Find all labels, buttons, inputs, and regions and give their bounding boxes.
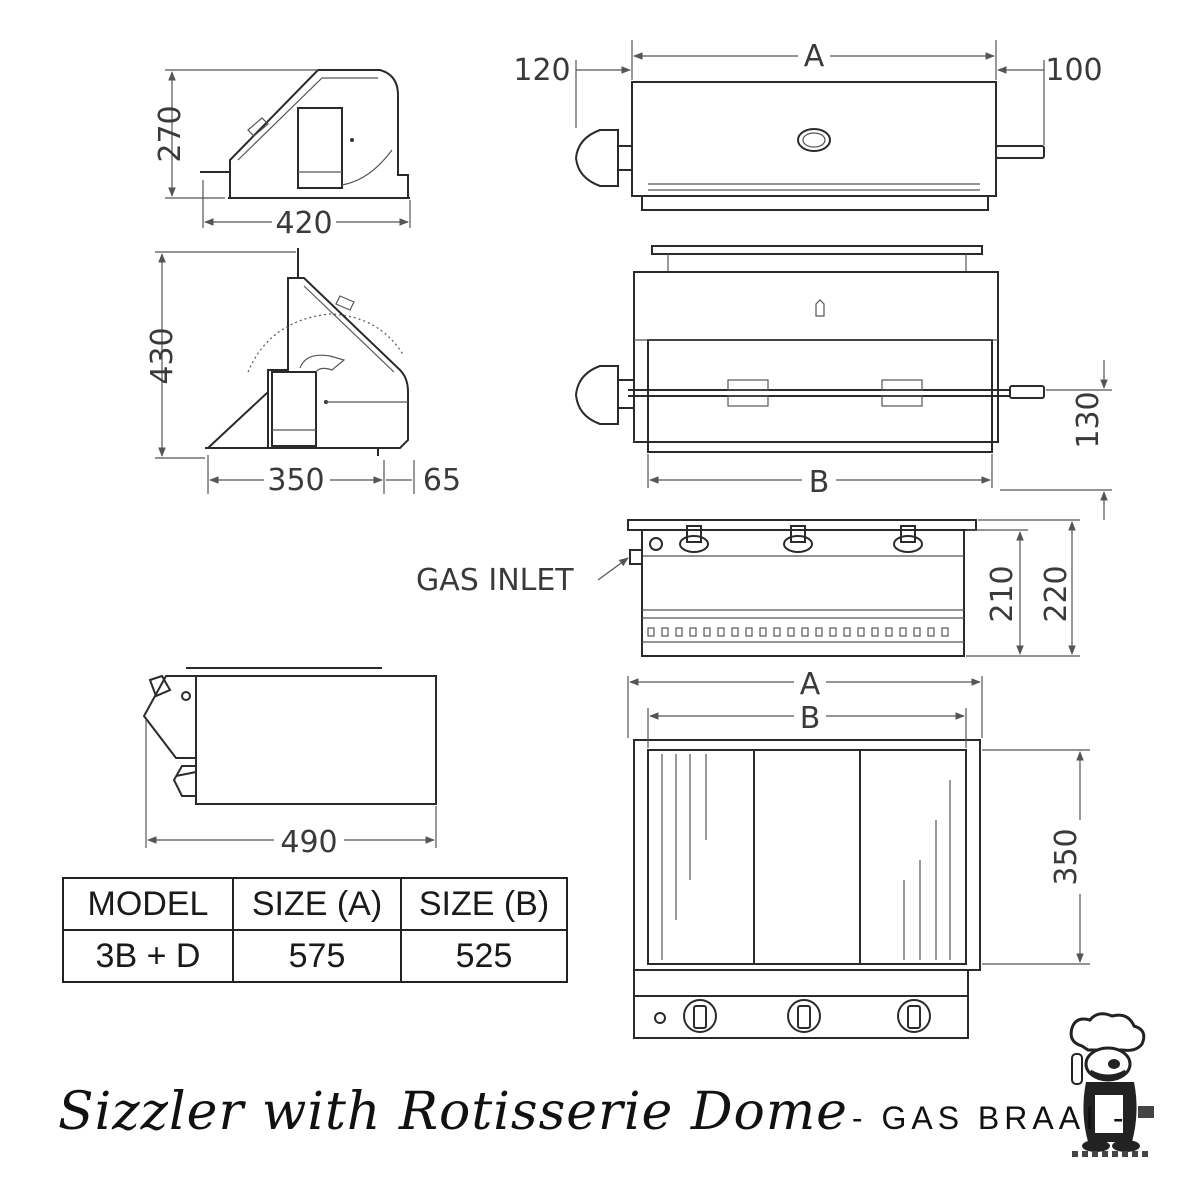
plan-view: A B 350 <box>627 666 1096 1039</box>
dim-350-side: 350 <box>267 463 324 498</box>
side-view-low: 490 <box>142 667 437 860</box>
dim-120: 120 <box>513 53 570 88</box>
dim-270: 270 <box>153 105 188 162</box>
dim-210: 210 <box>985 565 1020 622</box>
dim-100: 100 <box>1045 53 1102 88</box>
product-title: Sizzler with Rotisserie Dome - GAS BRAAI… <box>58 1082 1129 1142</box>
front-view-burners: GAS INLET 210 220 <box>416 519 1080 657</box>
table-header-row: MODEL SIZE (A) SIZE (B) <box>62 877 568 931</box>
side-view-mid: 430 350 65 <box>145 248 461 498</box>
dim-A-plan: A <box>800 667 821 702</box>
title-script: Sizzler with Rotisserie Dome <box>58 1082 848 1142</box>
header-model: MODEL <box>62 877 234 931</box>
control-knob-icon <box>574 129 633 187</box>
dim-220: 220 <box>1039 565 1074 622</box>
title-sub: - GAS BRAAI - <box>851 1100 1129 1136</box>
dim-130: 130 <box>1071 391 1106 448</box>
table-row: 3B + D 575 525 <box>62 929 568 983</box>
chef-mascot-icon <box>1069 1012 1154 1157</box>
header-size-b: SIZE (B) <box>400 877 568 931</box>
plan-knobs <box>654 999 931 1033</box>
gas-inlet-label: GAS INLET <box>416 563 574 598</box>
control-knob-icon <box>574 365 635 425</box>
header-size-a: SIZE (A) <box>232 877 402 931</box>
cell-model: 3B + D <box>62 929 234 983</box>
dim-420: 420 <box>275 206 332 241</box>
dim-350-plan: 350 <box>1049 828 1084 885</box>
front-view-top: A 120 100 <box>513 39 1103 211</box>
cell-size-b: 525 <box>400 929 568 983</box>
dim-A-top: A <box>804 39 825 74</box>
burner-knobs <box>679 525 923 553</box>
dim-B-plan: B <box>800 701 821 736</box>
model-size-table: MODEL SIZE (A) SIZE (B) 3B + D 575 525 <box>62 877 568 983</box>
dim-430: 430 <box>145 327 180 384</box>
dim-65: 65 <box>423 463 461 498</box>
cell-size-a: 575 <box>232 929 402 983</box>
side-view-top: 270 420 <box>153 69 411 241</box>
front-view-rotisserie: B 130 <box>574 245 1112 520</box>
dim-490: 490 <box>280 825 337 860</box>
dim-B-mid: B <box>809 465 830 500</box>
